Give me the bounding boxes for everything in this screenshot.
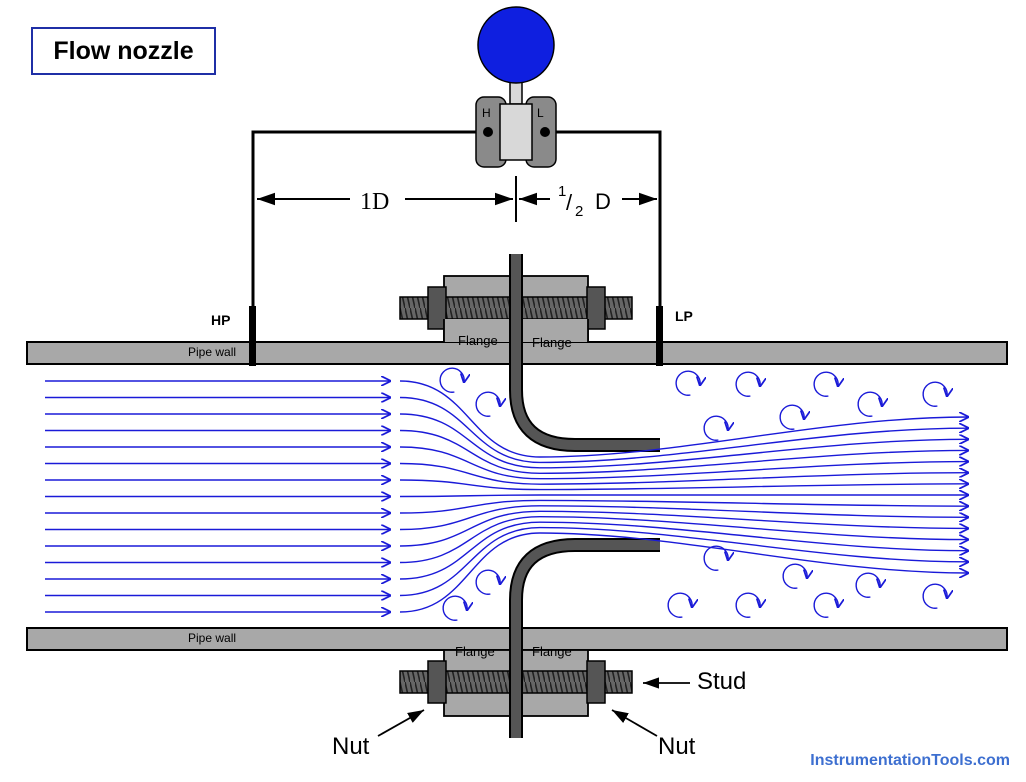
eddy [813,592,838,618]
nozzle-flow-line [399,396,968,464]
eddy [442,595,467,621]
nozzle-flow-line [399,526,968,597]
transmitter-low-label: L [537,106,544,120]
tap-label-lp: LP [675,308,693,324]
watermark: InstrumentationTools.com [810,752,1010,769]
eddy [922,381,947,407]
transmitter-gauge [477,6,555,84]
svg-text:/: / [566,190,573,215]
dp-transmitter: H L [475,6,557,168]
flow-streamlines [45,381,968,612]
flange-label-top-right: Flange [532,335,572,350]
flange-label-bottom-left: Flange [455,644,495,659]
dimension-lines: 1D 1 / 2 D [257,176,657,222]
pipe-wall-top-label: Pipe wall [188,345,236,359]
top-nut-left [427,286,447,330]
bottom-nut-right [586,660,606,704]
eddy [922,583,947,609]
eddy [735,592,760,618]
transmitter-high-label: H [482,106,491,120]
eddy [735,371,760,397]
eddy [703,545,728,571]
eddy [782,563,807,589]
transmitter-neck [509,81,523,105]
eddy [667,592,692,618]
nozzle-flow-line [399,495,968,497]
flange-label-top-left: Flange [458,333,498,348]
nozzle-flow-line [399,462,968,485]
top-nut-right [586,286,606,330]
eddy [855,572,880,598]
nozzle-flow-line [399,499,968,514]
nozzle-flow-line [399,480,968,491]
dimension-downstream-denominator: 2 [575,203,583,220]
tap-label-hp: HP [211,312,230,328]
transmitter-body [499,103,533,161]
callouts: Stud Nut Nut [332,668,746,760]
eddy [813,371,838,397]
nozzle-flow-line [399,521,968,580]
impulse-line-high [251,130,488,366]
nozzle-flow-line [399,429,968,474]
dimension-downstream-numerator: 1 [558,183,566,200]
nozzle-flow-line [399,510,968,547]
nozzle-flow-line [399,413,968,469]
flange-label-bottom-right: Flange [532,644,572,659]
eddy [475,391,500,417]
bottom-nut-left [427,660,447,704]
eddy [779,404,804,430]
nozzle-flow-line [399,516,968,564]
dimension-downstream-unit: D [595,189,611,214]
nozzle-flow-line [399,380,968,458]
eddy [475,569,500,595]
eddy [703,415,728,441]
eddy [675,370,700,396]
nozzle-flow-line [399,446,968,480]
eddy [439,367,464,393]
nut-label-right: Nut [658,733,696,760]
tap-high [249,306,256,366]
dimension-upstream: 1D [360,189,389,215]
impulse-line-low [545,130,662,366]
tap-low [656,306,663,366]
eddy [857,391,882,417]
diagram-title: Flow nozzle [31,27,216,75]
stud-label: Stud [697,668,746,695]
nut-label-left: Nut [332,733,370,760]
nozzle-flow-line [399,505,968,531]
pipe-wall-bottom-label: Pipe wall [188,631,236,645]
nozzle-flow-line [399,532,968,613]
eddy-currents [439,367,947,621]
